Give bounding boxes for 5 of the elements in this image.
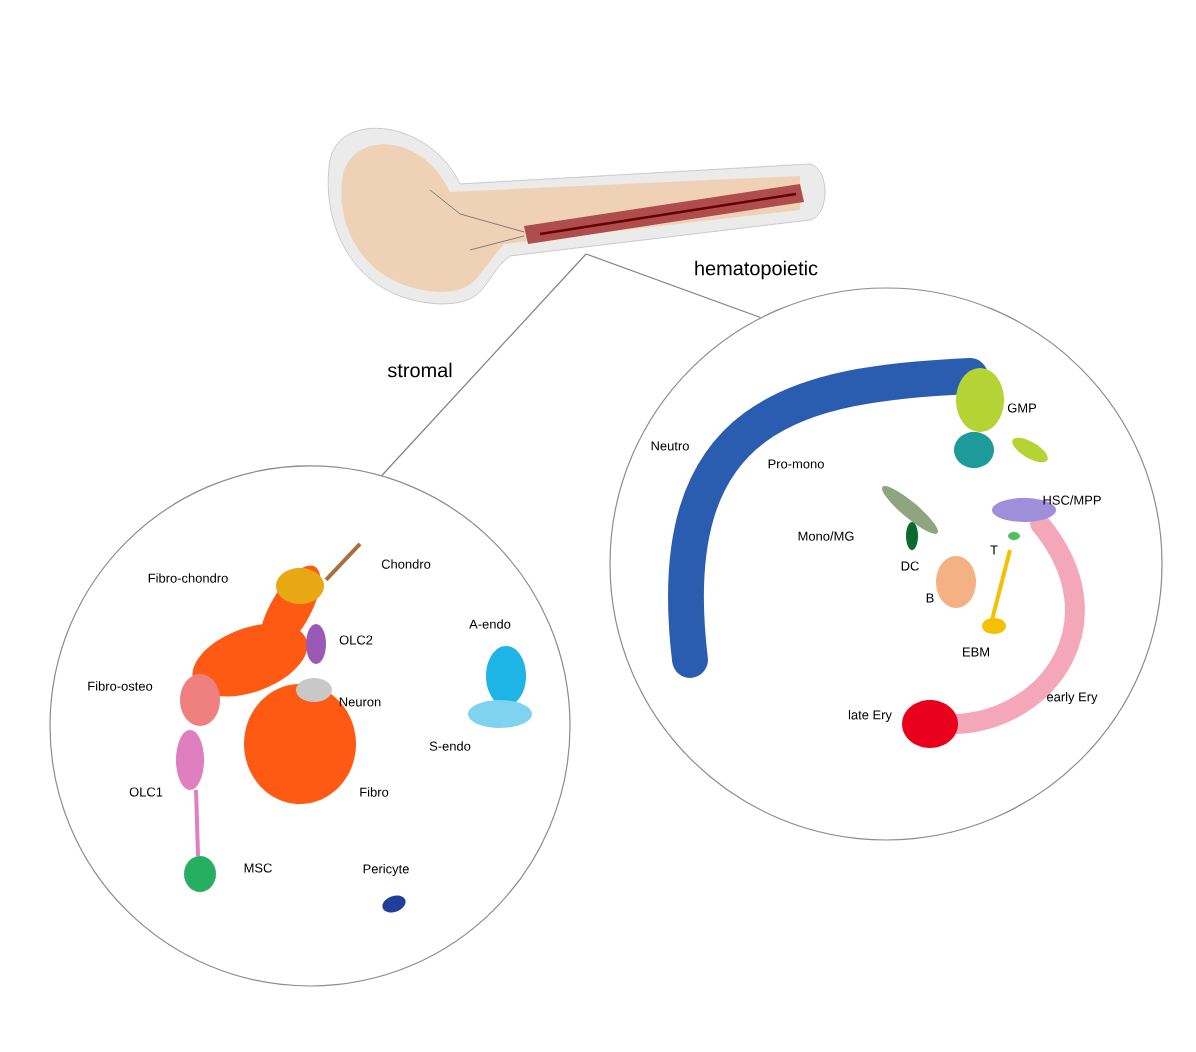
group-label: stromal	[387, 362, 452, 378]
bone-drawing	[327, 127, 826, 305]
connector-line	[585, 253, 762, 319]
connector-line	[381, 253, 587, 477]
group-label: hematopoietic	[695, 260, 818, 280]
